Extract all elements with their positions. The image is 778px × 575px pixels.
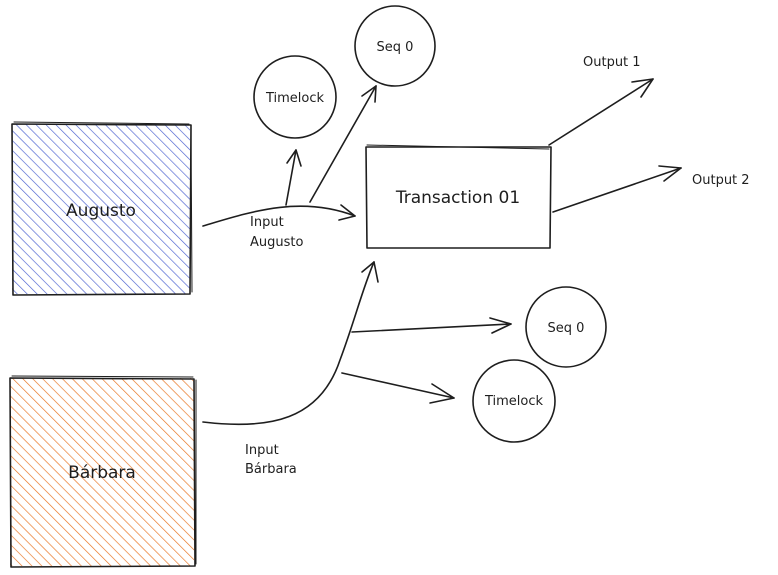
seq-bottom-node: Seq 0 [525,286,607,368]
transaction-node: Transaction 01 [365,144,552,249]
input-barbara-label-line2: Bárbara [245,462,297,477]
timelock-bottom-label: Timelock [484,394,544,409]
input-barbara-label-line1: Input [245,443,279,458]
barbara-label: Bárbara [68,463,136,483]
transaction-label: Transaction 01 [395,188,520,208]
timelock-bottom-node: Timelock [472,359,556,443]
output-2-arrow [552,165,682,213]
timelock-top-label: Timelock [265,91,325,106]
augusto-label: Augusto [66,201,136,221]
output-2-label: Output 2 [692,173,750,188]
timelock-top-node: Timelock [253,55,337,139]
output-1-label: Output 1 [583,55,641,70]
arrow-to-seq-bottom [351,317,512,334]
barbara-node: Bárbara [9,375,197,568]
input-augusto-label-line2: Augusto [250,235,303,250]
arrow-to-timelock-bottom [341,372,455,404]
output-1-arrow [548,78,654,146]
seq-top-label: Seq 0 [377,40,414,55]
input-augusto-label-line1: Input [250,215,284,230]
augusto-node: Augusto [11,121,193,296]
input-augusto-arrow [202,204,356,227]
arrow-to-seq-top [309,85,377,203]
input-barbara-arrow [202,261,379,426]
seq-top-node: Seq 0 [354,5,436,87]
arrow-to-timelock-top [285,149,302,206]
seq-bottom-label: Seq 0 [548,321,585,336]
